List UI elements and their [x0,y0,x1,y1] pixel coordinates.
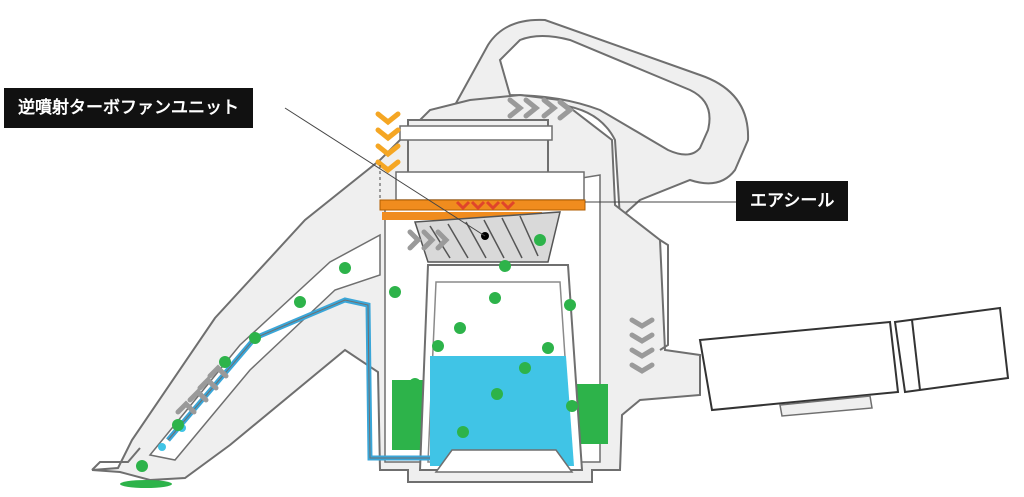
water-tank-fill [430,356,574,466]
airflow-arrows-gray [175,97,655,415]
body-right-flange [659,239,669,351]
intake-water-puddle [120,480,172,488]
callout-air-seal: エアシール [736,181,849,221]
motor-mid [395,171,585,201]
exhaust-arrows-red [455,200,516,211]
turbo-fan-blades [429,215,539,259]
air-seal-plate-lower [382,212,542,220]
leader-line-fan [284,107,486,237]
water-tank-base [434,449,574,473]
intake-duct [148,233,381,461]
dirt-particles [136,234,578,472]
extension-pipe-cap [893,306,1010,394]
water-pipe-outline [167,299,430,459]
motor-cap [399,125,553,141]
water-droplet [158,443,166,451]
intake-nozzle [91,447,141,471]
airflow-arrows-orange [375,111,401,174]
pipe-connector [779,395,873,417]
pipe-ring [911,319,921,391]
handle-grip-hole [498,35,711,156]
callout-fan-unit: 逆噴射ターボファンユニット [4,88,253,128]
extension-pipe [698,320,900,412]
